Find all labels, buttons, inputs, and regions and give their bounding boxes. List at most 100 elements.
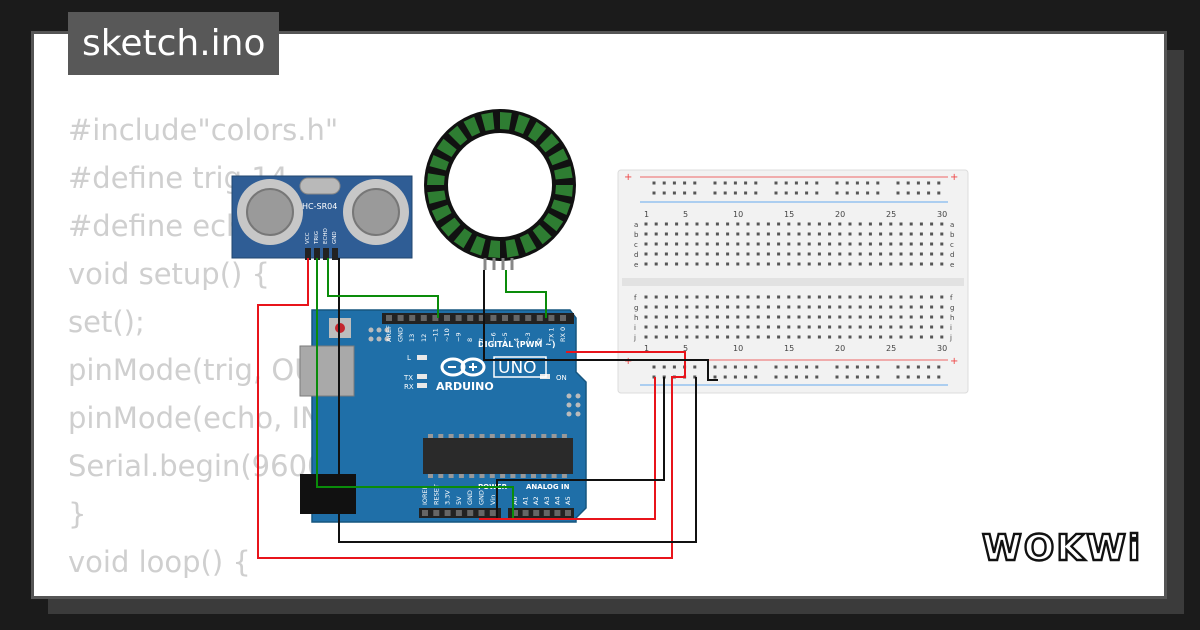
digital-pin-label: 13 xyxy=(408,334,416,342)
bb-column-numbers-bottom: 1 5 10 15 20 25 30 xyxy=(644,344,947,353)
bb-col-number: 25 xyxy=(886,210,896,219)
bb-col-number: 20 xyxy=(835,344,845,353)
bb-row-letter: i xyxy=(634,324,636,332)
power-jack xyxy=(300,474,356,514)
sketch-file-tab[interactable]: sketch.ino xyxy=(68,12,280,75)
ring-led xyxy=(469,236,486,256)
led-label-on: ON xyxy=(556,374,567,382)
digital-pin-label: ~6 xyxy=(489,332,497,342)
sensor-model-label: HC-SR04 xyxy=(302,202,337,211)
neopixel-ring xyxy=(424,109,576,270)
sensor-pin-label: ECHO xyxy=(323,228,329,244)
ring-led xyxy=(539,133,560,153)
code-line: set(); xyxy=(68,305,145,339)
bb-row-letter: f xyxy=(950,294,953,302)
bb-row-letter: j xyxy=(633,334,636,342)
ring-led xyxy=(532,224,552,245)
sensor-pin-label: TRIG xyxy=(314,231,320,245)
svg-text:+: + xyxy=(624,172,632,183)
bb-row-letter: b xyxy=(950,231,955,239)
ring-led xyxy=(440,217,461,237)
digital-pin-label: ~3 xyxy=(524,332,532,342)
bb-row-letter: h xyxy=(950,314,954,322)
breadboard: + + + + 1 5 10 15 20 25 30 1 5 10 15 20 … xyxy=(617,169,969,394)
bb-col-number: 5 xyxy=(683,344,688,353)
wokwi-logo-text: WOKWi xyxy=(982,528,1142,569)
ring-led xyxy=(543,213,564,232)
power-pin-label: Vin xyxy=(489,495,497,505)
analog-pin-label: A5 xyxy=(564,496,572,505)
svg-text:+: + xyxy=(950,172,958,183)
usb-port xyxy=(299,345,355,397)
bb-row-letter: c xyxy=(634,241,638,249)
ring-led xyxy=(448,125,468,146)
bb-row-letter: i xyxy=(950,324,952,332)
ring-led xyxy=(505,239,519,258)
svg-text:+: + xyxy=(950,356,958,367)
digital-pin-label: 4 xyxy=(513,338,521,342)
analog-header-label: ANALOG IN xyxy=(526,483,570,491)
power-pin-label: RESET xyxy=(432,484,440,505)
power-pin-label: GND xyxy=(466,490,474,505)
arduino-brand-label: ARDUINO xyxy=(436,380,494,393)
bb-col-number: 15 xyxy=(784,344,794,353)
bb-col-number: 30 xyxy=(937,210,947,219)
sensor-pin-label: GND xyxy=(332,231,338,244)
wokwi-logo: WOKWi xyxy=(981,527,1142,570)
bb-row-letter: f xyxy=(634,294,637,302)
bb-col-number: 1 xyxy=(644,210,649,219)
bb-row-letters: a b c d e a b c d e f g h i j f g h i j xyxy=(633,221,955,342)
bb-column-numbers-top: 1 5 10 15 20 25 30 xyxy=(644,210,947,219)
ring-led xyxy=(555,185,573,197)
analog-pin-label: A1 xyxy=(522,496,530,505)
analog-pin-label: A4 xyxy=(553,496,561,505)
digital-pin-label: 7 xyxy=(478,338,486,342)
bb-row-letter: d xyxy=(634,251,638,259)
digital-pin-label: ~5 xyxy=(501,332,509,342)
led-label-rx: RX xyxy=(404,383,414,391)
ring-led xyxy=(500,112,512,130)
bb-col-number: 10 xyxy=(733,344,743,353)
bb-row-letter: h xyxy=(634,314,638,322)
analog-pin-label: A0 xyxy=(511,496,519,505)
bb-col-number: 10 xyxy=(733,210,743,219)
digital-pin-label: 8 xyxy=(466,338,474,342)
ring-led xyxy=(551,199,571,216)
ring-led xyxy=(453,228,472,249)
bb-row-letter: e xyxy=(950,261,954,269)
microcontroller-chip xyxy=(423,438,573,474)
code-line: void loop() { xyxy=(68,545,251,579)
digital-pin-label: 2 xyxy=(536,338,544,342)
ring-led xyxy=(554,166,573,180)
power-pin-label: GND xyxy=(478,490,486,505)
svg-text:+: + xyxy=(624,356,632,367)
bb-col-number: 1 xyxy=(644,344,649,353)
digital-pin-label: AREF xyxy=(385,325,393,342)
led-label-tx: TX xyxy=(403,374,413,382)
power-pin-label: IOREF xyxy=(421,485,429,505)
code-line: #include"colors.h" xyxy=(68,113,339,147)
bb-col-number: 5 xyxy=(683,210,688,219)
arduino-model-label: UNO xyxy=(498,358,537,378)
arduino-logo-icon xyxy=(440,357,486,377)
bb-col-number: 20 xyxy=(835,210,845,219)
ring-led xyxy=(528,121,547,142)
code-line: digitalWrite(trig, LOW); xyxy=(68,586,411,596)
ring-led xyxy=(436,138,457,157)
power-pin-label: 5V xyxy=(455,496,463,505)
preview-card: #include"colors.h"#define trig 14#define… xyxy=(34,34,1164,596)
ring-led xyxy=(514,114,531,134)
sensor-pin-label: VCC xyxy=(305,232,311,244)
circuit-diagram: + + + + 1 5 10 15 20 25 30 1 5 10 15 20 … xyxy=(231,109,969,559)
ultrasonic-sensor: HC-SR04 VCC TRIG ECHO GND xyxy=(231,175,413,260)
digital-header xyxy=(382,313,574,324)
ring-led xyxy=(488,240,500,258)
digital-pin-label: RX 0 xyxy=(559,327,567,342)
analog-pin-label: A2 xyxy=(532,496,540,505)
bb-row-letter: g xyxy=(950,304,954,312)
code-line: void setup() { xyxy=(68,257,270,291)
digital-pin-label: TX 1 xyxy=(547,327,555,343)
ring-led xyxy=(427,190,446,204)
digital-header-label: DIGITAL (PWM ~) xyxy=(478,340,556,349)
ring-led xyxy=(427,173,445,185)
